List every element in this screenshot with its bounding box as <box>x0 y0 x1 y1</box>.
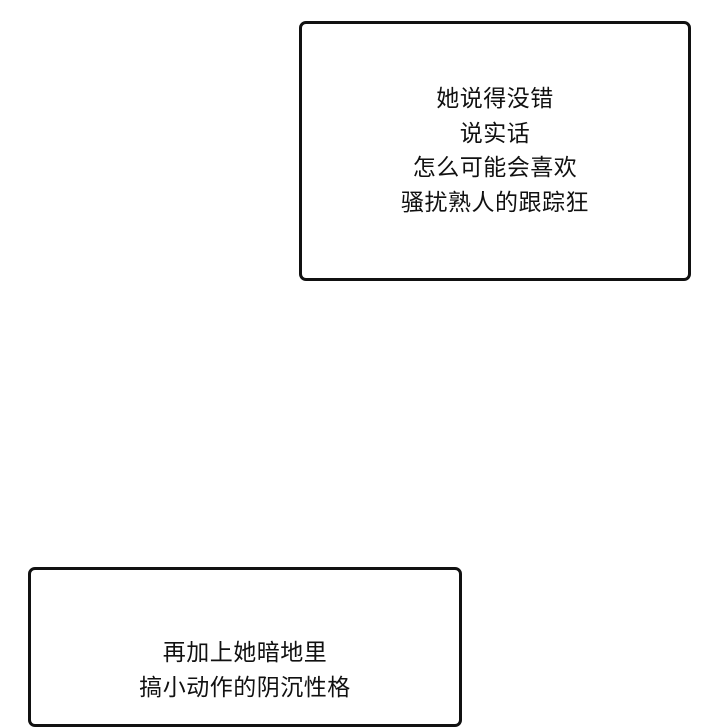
caption-line: 搞小动作的阴沉性格 <box>139 674 351 701</box>
caption-line: 骚扰熟人的跟踪狂 <box>401 189 589 216</box>
caption-box-top: 她说得没错 说实话 怎么可能会喜欢 骚扰熟人的跟踪狂 <box>299 21 691 281</box>
caption-line: 她说得没错 <box>436 86 554 112</box>
caption-line: 怎么可能会喜欢 <box>412 155 578 181</box>
caption-line: 再加上她暗地里 <box>162 640 328 666</box>
caption-line: 说实话 <box>459 120 531 147</box>
caption-box-bottom: 再加上她暗地里 搞小动作的阴沉性格 <box>28 567 462 727</box>
